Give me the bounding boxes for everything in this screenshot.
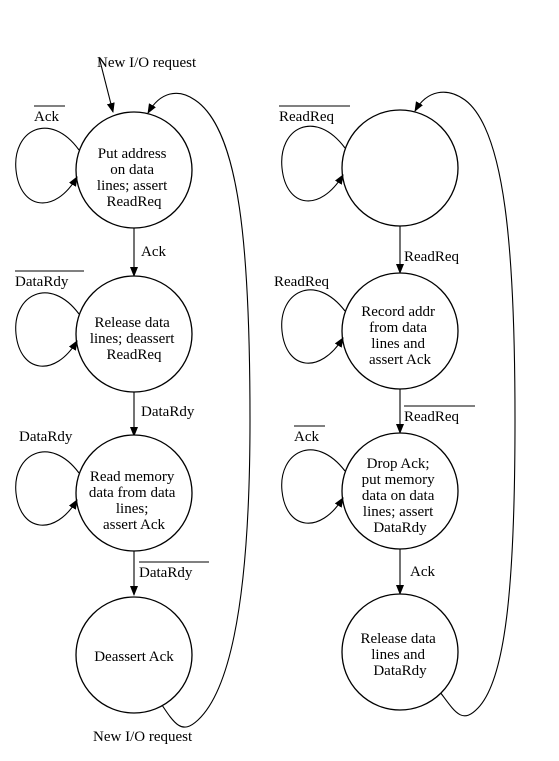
right-state-1: [341, 109, 459, 227]
start-arrow-left: [98, 56, 115, 113]
left-transition-1-label: Ack: [141, 244, 166, 260]
right-self-loop-1: [281, 125, 346, 202]
left-state-2: Release data lines; deassert ReadReq: [75, 275, 193, 393]
right-state-4: Release data lines and DataRdy: [341, 593, 459, 711]
left-state-1-text: Put address on data lines; assert ReadRe…: [97, 146, 171, 210]
right-self-loop-3: [281, 449, 346, 524]
left-transition-3-label: DataRdy: [139, 565, 193, 581]
left-state-4: Deassert Ack: [75, 596, 193, 714]
left-state-4-text: Deassert Ack: [94, 649, 174, 665]
right-transition-1-label: ReadReq: [404, 249, 459, 265]
right-transition-2-label: ReadReq: [404, 409, 459, 425]
right-state-machine: ReadReq ReadReq Record addr from data li…: [274, 91, 516, 717]
right-self-loop-2: [281, 289, 346, 364]
start-label-top: New I/O request: [97, 55, 197, 71]
return-loop-left: [147, 92, 251, 728]
left-self-loop-2-label: DataRdy: [15, 274, 69, 290]
left-transition-2-label: DataRdy: [141, 404, 195, 420]
right-transition-3-label: Ack: [410, 564, 435, 580]
left-state-3: Read memory data from data lines; assert…: [75, 434, 193, 552]
left-self-loop-1: [15, 127, 80, 204]
right-state-2: Record addr from data lines and assert A…: [341, 272, 459, 390]
left-state-3-text: Read memory data from data lines; assert…: [89, 469, 179, 533]
right-state-3: Drop Ack; put memory data on data lines;…: [341, 432, 459, 550]
return-loop-right: [414, 91, 516, 717]
left-self-loop-3-label: DataRdy: [19, 429, 73, 445]
right-self-loop-1-label: ReadReq: [279, 109, 334, 125]
right-self-loop-3-label: Ack: [294, 429, 319, 445]
left-self-loop-2: [15, 292, 80, 367]
left-state-machine: New I/O request New I/O request Put addr…: [15, 55, 251, 745]
right-state-4-text: Release data lines and DataRdy: [360, 631, 439, 679]
right-state-2-text: Record addr from data lines and assert A…: [361, 304, 438, 368]
left-state-2-text: Release data lines; deassert ReadReq: [90, 315, 178, 363]
right-self-loop-2-label: ReadReq: [274, 274, 329, 290]
start-label-bottom: New I/O request: [93, 729, 193, 745]
right-state-3-text: Drop Ack; put memory data on data lines;…: [362, 456, 439, 536]
left-self-loop-3: [15, 451, 80, 526]
left-state-1: Put address on data lines; assert ReadRe…: [75, 111, 193, 229]
left-self-loop-1-label: Ack: [34, 109, 59, 125]
